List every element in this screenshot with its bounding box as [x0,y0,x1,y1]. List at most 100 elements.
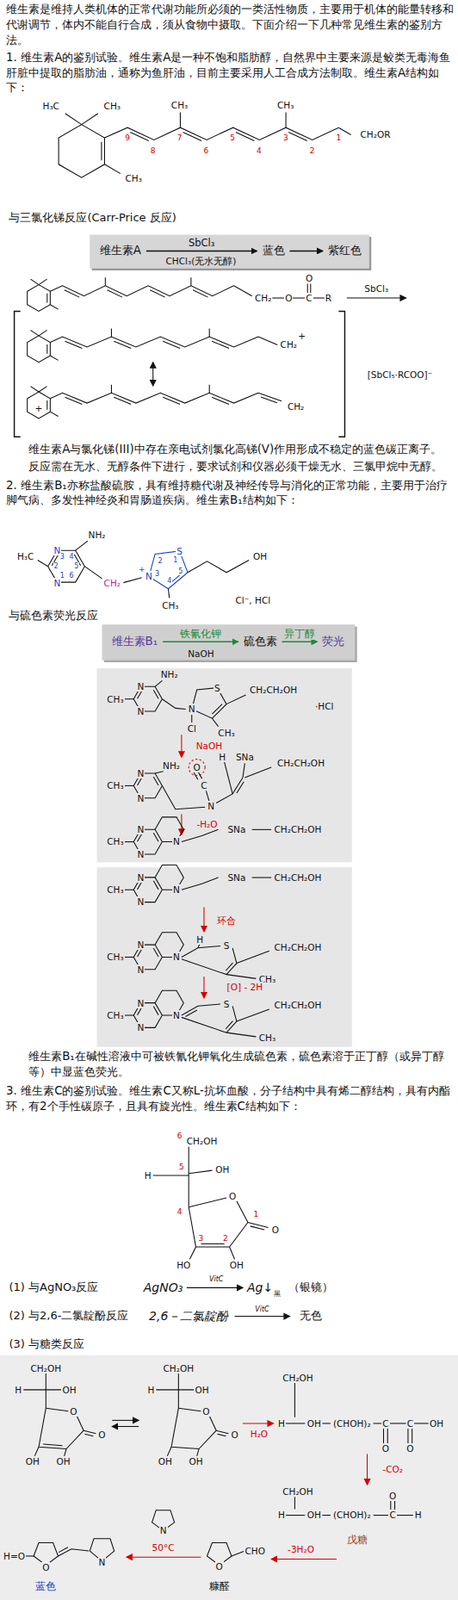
atom-label: CH₂ [279,339,298,350]
atom-label: C [381,1417,390,1429]
bond-line [46,293,48,304]
bond-line [211,704,223,715]
atom-label: C [406,1417,415,1429]
atom-label: CH₂OH [281,1372,315,1383]
bond-line [191,687,227,719]
atom-label: -CO₂ [381,1463,404,1474]
reaction-arrow [146,250,258,252]
atom-label: SNa [226,823,247,835]
atom-label: O [41,1561,50,1573]
atom-label: CH₂ [286,401,305,412]
atom-label: 5 [177,567,184,576]
atom-label: CHCl₃(无水无醇) [164,255,237,267]
caption-text: 与三氯化锑反应(Carr-Price 反应) [7,211,177,225]
atom-label: 4 [176,1206,184,1216]
species-name: 维生素B₁ [111,634,159,649]
bond-line [153,947,159,957]
bond-line [83,1429,96,1434]
atom-label: -H₂O [195,818,218,830]
atom-label: 2 [156,557,163,565]
bond-line [396,1514,414,1516]
bond-line [190,277,192,285]
atom-label: N [136,872,146,883]
bond-line [236,781,244,793]
bond-line [38,278,48,285]
bond-line [104,164,120,174]
atom-label: 3 [198,1233,205,1243]
paragraph: 维生素B₁在碱性溶液中可被铁氰化钾氧化生成硫色素，硫色素溶于正丁醇（或异丁醇等）… [28,1048,454,1080]
atom-label: H₃C [42,100,61,112]
bond-line [75,540,88,551]
bond-line [321,1422,330,1424]
bond-line [27,391,51,419]
atom-label: N [136,997,146,1009]
mechanism-panel [97,866,353,1047]
atom-label: O [97,1429,106,1440]
bond-line [209,328,211,337]
atom-label: 糠醛 [208,1580,231,1593]
bond-line [167,1446,172,1456]
atom-label: OH [214,1163,230,1175]
bond-line [235,1315,291,1317]
bond-line [205,790,210,801]
bond-line [307,283,309,293]
bond-line [244,767,272,778]
caption-text: Cl⁻, HCl [235,594,273,606]
bond-line [198,771,203,779]
bond-line [168,588,170,599]
bond-line [186,1287,243,1288]
bond-line [394,1500,396,1511]
bond-line [23,1388,62,1390]
resonance-arrow [152,362,154,386]
reaction-arrow [203,906,205,931]
atom-label: H [13,1384,23,1395]
bond-line [111,384,112,393]
bond-line [149,290,165,298]
paragraph: 反应需在无水、无醇条件下进行，要求试剂和仪器必须干燥无水、三氯甲烷中无醇。 [28,458,454,475]
bond-line [64,396,82,404]
atom-label: CH₂OH [185,1135,219,1146]
atom-label: CH₂OH [30,1362,63,1374]
reaction-species: 荧光 [319,633,347,650]
bond-line [285,111,287,128]
atom-label: H=O [2,1550,26,1561]
reaction-arrow [180,734,182,757]
bond-line [153,689,159,699]
bond-line [154,771,163,774]
atom-label: 黑 [272,1289,282,1298]
bond-line [49,392,259,403]
bond-line [49,355,58,360]
bond-line [84,566,102,579]
bond-line [235,132,254,142]
atom-label: Cl [186,723,198,734]
atom-label: H [195,934,205,945]
bond-line [161,785,205,809]
bond-line [272,297,285,299]
bond-line [211,396,229,404]
bond-line [181,945,221,957]
atom-label: N [172,835,181,847]
bond-line [250,1225,266,1230]
atom-label: N [172,1009,181,1021]
atom-label: H₃C [16,550,35,562]
atom-label: N [136,939,146,950]
atom-label: NH₂ [160,668,180,680]
bond-line [200,1243,224,1245]
atom-label: 2 [53,562,60,570]
bond-line [188,1200,248,1247]
bond-line [192,290,208,298]
atom-label: 戊糖 [346,1534,369,1547]
atom-label: OH [306,1417,322,1429]
reaction-arrow [271,1558,337,1560]
bond-line [30,278,39,285]
atom-label: S [213,682,222,694]
bond-line [155,1388,194,1390]
atom-label: OH [428,1417,445,1429]
bond-line [292,297,305,299]
atom-label: CH₃ [105,951,124,962]
atom-label: CH₂CH₂OH [272,999,322,1010]
atom-label: CH₃ [276,99,295,111]
bond-line [181,1005,237,1033]
caption-text: (3) 与糖类反应 [7,1337,86,1351]
reagent-label: SbCl₃ [187,237,216,249]
